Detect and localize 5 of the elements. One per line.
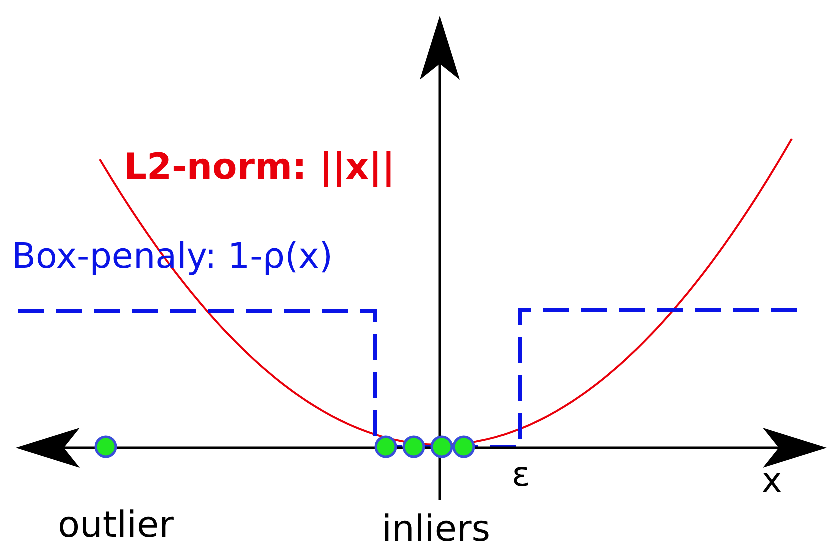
point-label: outlier — [58, 508, 174, 544]
point-label: inliers — [382, 512, 491, 548]
axis-label: x — [762, 464, 782, 498]
axis-label: ε — [512, 458, 530, 492]
curve-label: L2-norm: ||x|| — [124, 150, 396, 186]
